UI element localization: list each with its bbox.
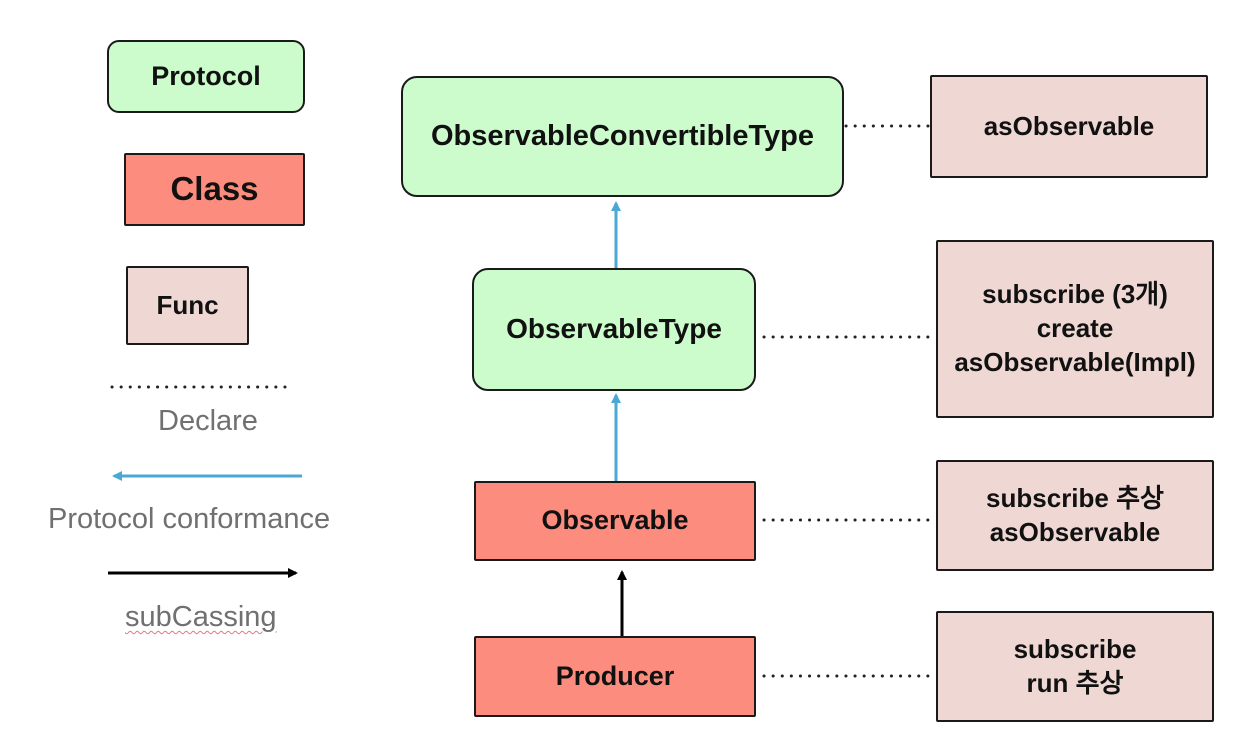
func-list-producer: subscribe run 추상 xyxy=(1013,633,1137,698)
func-list-observable: subscribe 추상 asObservable xyxy=(986,482,1164,547)
node-observable-convertible-type: ObservableConvertibleType xyxy=(401,76,844,197)
legend-class-box: Class xyxy=(124,153,305,226)
legend-func-box: Func xyxy=(126,266,249,345)
func-box-observable: subscribe 추상 asObservable xyxy=(936,460,1214,571)
legend-protocol-label: Protocol xyxy=(151,60,261,91)
func-box-observable-type: subscribe (3개) create asObservable(Impl) xyxy=(936,240,1214,418)
func-box-producer: subscribe run 추상 xyxy=(936,611,1214,722)
node-observable-label: Observable xyxy=(541,505,689,536)
node-observable-convertible-type-label: ObservableConvertibleType xyxy=(430,119,815,152)
func-box-observable-convertible-type: asObservable xyxy=(930,75,1208,178)
node-producer-label: Producer xyxy=(555,660,675,691)
legend-class-label: Class xyxy=(170,170,259,208)
legend-declare-text: Declare xyxy=(158,405,258,437)
node-producer: Producer xyxy=(474,636,756,717)
node-observable-type: ObservableType xyxy=(472,268,756,391)
legend-protocol-box: Protocol xyxy=(107,40,305,113)
node-observable-type-label: ObservableType xyxy=(506,313,722,345)
node-observable: Observable xyxy=(474,481,756,561)
func-list-observable-type: subscribe (3개) create asObservable(Impl) xyxy=(954,279,1196,377)
legend-conformance-text: Protocol conformance xyxy=(48,503,331,535)
func-list-observable-convertible-type: asObservable xyxy=(983,110,1155,141)
legend-subclassing-text: subCassing xyxy=(125,601,277,633)
legend-func-label: Func xyxy=(156,289,219,320)
